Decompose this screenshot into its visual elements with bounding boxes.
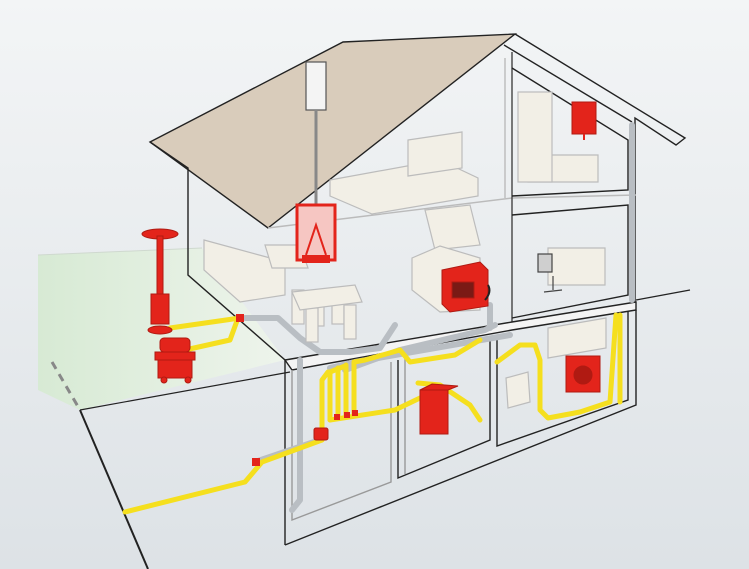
gas-fireplace-column [295,203,337,263]
pipe-fittings [236,314,358,466]
ground-line-back [79,371,291,411]
washing-machine [565,355,601,393]
office-walls [511,204,629,319]
patio-heater [141,228,179,335]
gas-pipe-boiler [415,380,483,423]
gas-pipe-bbq [182,315,241,353]
basement-wall-3 [496,312,629,447]
gas-meter [313,427,329,441]
gas-pipe-right [494,312,619,421]
basement-outline [284,310,637,546]
cabinet [517,91,553,183]
basement-shelf [547,317,607,359]
wall-boiler [571,101,597,140]
gas-cooker [441,261,491,313]
front-wall [149,141,286,545]
furniture [203,91,607,409]
gas-pipe-patio [167,315,243,331]
lawn-edge [37,247,203,256]
gas-pipes [122,312,623,515]
office-desk [547,247,606,286]
house-structure [148,33,687,546]
dining-chair [305,307,319,343]
basement-wall-1 [397,340,491,480]
basement-room-left [291,362,392,522]
dining-chair [343,304,357,340]
attic-headboard [407,131,463,177]
gas-pipe-street [122,437,325,515]
ground-line-dashed [50,361,82,411]
ground-line-front [79,409,149,569]
chimney [305,61,327,111]
attic-bench [424,204,481,251]
office-chair [537,253,563,293]
gable-inner [503,44,633,123]
dining-table [291,284,363,311]
dryer [505,371,531,409]
ground-line-right [635,289,691,301]
barbecue-grill [154,337,196,384]
attic-bathroom-walls [511,67,629,197]
gas-boiler [419,383,459,435]
